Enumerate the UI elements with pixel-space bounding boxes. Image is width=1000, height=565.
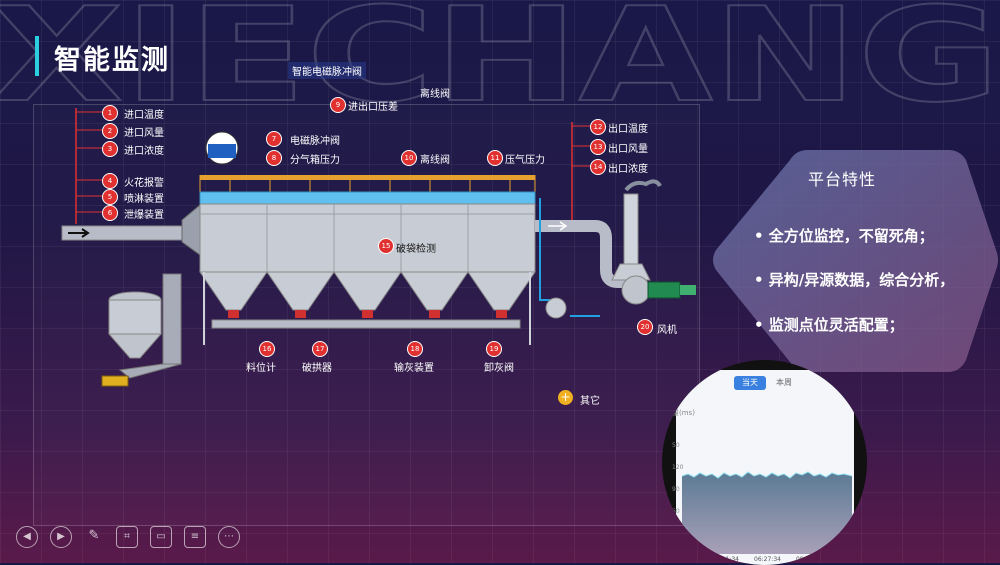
phone-xtick-2: 06:27:34	[754, 556, 781, 563]
point-label-20: 风机	[657, 325, 677, 336]
point-label-5: 喷淋装置	[124, 194, 164, 205]
point-badge-1[interactable]: 1	[102, 105, 118, 121]
camera-icon[interactable]: ▭	[150, 526, 172, 548]
tab-today[interactable]: 当天	[734, 376, 766, 390]
point-label-1: 进口温度	[124, 110, 164, 121]
phone-ytick-1: 50	[672, 442, 680, 449]
point-badge-20[interactable]: 20	[637, 319, 653, 335]
point-badge-5[interactable]: 5	[102, 189, 118, 205]
point-badge-3[interactable]: 3	[102, 141, 118, 157]
point-label-13: 出口风量	[608, 144, 648, 155]
point-badge-13[interactable]: 13	[590, 139, 606, 155]
point-badge-6[interactable]: 6	[102, 205, 118, 221]
point-badge-7[interactable]: 7	[266, 131, 282, 147]
more-icon[interactable]: ⋯	[218, 526, 240, 548]
point-badge-14[interactable]: 14	[590, 159, 606, 175]
subtitle-icon[interactable]: ≡	[184, 526, 206, 548]
diagram-panel	[33, 104, 700, 526]
tab-week[interactable]: 本周	[776, 378, 792, 387]
phone-xtick-3: 09:34:14	[796, 556, 823, 563]
top-label-pulse-valve: 智能电磁脉冲阀	[288, 62, 366, 79]
point-label-3: 进口浓度	[124, 146, 164, 157]
top-label-offline-valve: 离线阀	[420, 89, 450, 100]
phone-ytick-3: 90	[672, 486, 680, 493]
point-label-17: 破拱器	[302, 363, 332, 374]
point-label-11: 压气压力	[505, 155, 545, 166]
point-label-8: 分气箱压力	[290, 155, 340, 166]
prev-icon[interactable]: ◀	[16, 526, 38, 548]
point-badge-4[interactable]: 4	[102, 173, 118, 189]
phone-area-chart	[682, 471, 852, 554]
point-label-6: 泄爆装置	[124, 210, 164, 221]
feature-item-3: • 监测点位灵活配置；	[754, 316, 904, 334]
phone-ytick-2: 120	[672, 464, 684, 471]
phone-ytick-5: 30	[672, 530, 680, 537]
point-badge-10[interactable]: 10	[401, 150, 417, 166]
title-accent	[35, 36, 39, 76]
point-label-7: 电磁脉冲阀	[290, 136, 340, 147]
point-badge-8[interactable]: 8	[266, 150, 282, 166]
phone-xtick-1: 03:11:34	[712, 556, 739, 563]
phone-screen: 当天 本周 量(ms) 50 120 90 60 30 03:11:34 06:…	[672, 370, 854, 565]
other-label[interactable]: 其它	[580, 396, 600, 407]
presentation-toolbar: ◀ ▶ ✎ ⌗ ▭ ≡ ⋯	[16, 526, 240, 548]
feature-hexagon	[713, 150, 998, 372]
point-label-14: 出口浓度	[608, 164, 648, 175]
next-icon[interactable]: ▶	[50, 526, 72, 548]
phone-ylabel: 量(ms)	[672, 409, 695, 417]
point-badge-17[interactable]: 17	[312, 341, 328, 357]
point-badge-18[interactable]: 18	[407, 341, 423, 357]
point-label-2: 进口风量	[124, 128, 164, 139]
point-badge-19[interactable]: 19	[486, 341, 502, 357]
point-label-19: 卸灰阀	[484, 363, 514, 374]
point-badge-16[interactable]: 16	[259, 341, 275, 357]
point-badge-11[interactable]: 11	[487, 150, 503, 166]
point-label-4: 火花报警	[124, 178, 164, 189]
feature-item-2: • 异构/异源数据，综合分析，	[754, 271, 955, 289]
point-badge-9[interactable]: 9	[330, 97, 346, 113]
point-badge-15[interactable]: 15	[378, 238, 394, 254]
watermark: XIECHANG	[0, 0, 1000, 115]
point-label-9: 进出口压差	[348, 102, 398, 113]
plus-icon[interactable]: +	[558, 390, 573, 405]
point-badge-12[interactable]: 12	[590, 119, 606, 135]
point-label-18: 输灰装置	[394, 363, 434, 374]
point-label-10: 离线阀	[420, 155, 450, 166]
phone-mockup: 当天 本周 量(ms) 50 120 90 60 30 03:11:34 06:…	[662, 360, 867, 565]
capture-icon[interactable]: ⌗	[116, 526, 138, 548]
feature-item-1: • 全方位监控，不留死角；	[754, 227, 934, 245]
point-label-16: 料位计	[246, 363, 276, 374]
features-title: 平台特性	[808, 170, 877, 189]
pen-icon[interactable]: ✎	[88, 528, 100, 543]
point-label-12: 出口温度	[608, 124, 648, 135]
phone-ytick-4: 60	[672, 508, 680, 515]
watermark-text: XIECHANG	[0, 0, 1000, 115]
page-title: 智能监测	[54, 45, 170, 76]
point-badge-2[interactable]: 2	[102, 123, 118, 139]
point-label-15: 破袋检测	[396, 244, 436, 255]
